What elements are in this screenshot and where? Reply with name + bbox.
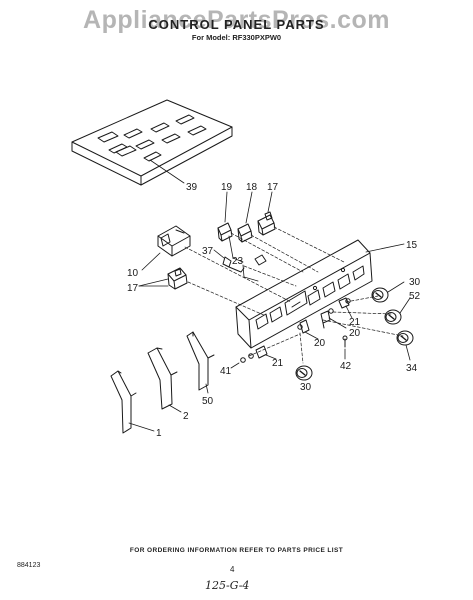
callout-10: 10: [127, 268, 139, 279]
callout-18: 18: [246, 182, 258, 193]
document-number: 884123: [17, 562, 41, 569]
part-30-knob-lower: [295, 365, 313, 381]
callout-30-lower: 30: [300, 382, 312, 393]
model-subtitle: For Model: RF330PXPW0: [191, 33, 282, 42]
callout-30-upper: 30: [409, 277, 421, 288]
part-30-knob-upper: [371, 287, 389, 303]
callout-20-right: 20: [349, 328, 361, 339]
part-20-component-right: [320, 310, 331, 329]
part-50-end-bracket: [186, 331, 215, 391]
part-41-hardware: [240, 353, 254, 363]
watermark: AppliancePartsPros.com: [83, 6, 390, 34]
callout-39: 39: [186, 182, 198, 193]
part-52-knob: [384, 309, 402, 325]
part-17-switch-upper: [257, 211, 276, 236]
part-2-end-cap: [147, 347, 178, 410]
callout-23: 23: [232, 256, 244, 267]
handwritten-reference: 125-G-4: [205, 579, 250, 592]
callout-1: 1: [156, 428, 162, 439]
part-39-rear-panel: [71, 99, 233, 186]
part-21-component-upper: [338, 297, 350, 309]
part-19-switch: [217, 222, 244, 263]
callout-52: 52: [409, 291, 421, 302]
callout-21-lower: 21: [272, 358, 284, 369]
callout-21-upper: 21: [349, 317, 361, 328]
callout-34: 34: [406, 363, 418, 374]
callout-labels: 39 19 18 17 15 37 23 10 17 30 52 21 20 2…: [127, 182, 421, 439]
part-23-bracket: [254, 254, 267, 266]
callout-41: 41: [220, 366, 232, 377]
callout-15: 15: [406, 240, 418, 251]
page-title: CONTROL PANEL PARTS: [148, 17, 325, 32]
callout-20-left: 20: [314, 338, 326, 349]
callout-50: 50: [202, 396, 214, 407]
part-18-switch: [237, 223, 253, 243]
callout-37: 37: [202, 246, 214, 257]
part-10-switch-bracket: [157, 225, 191, 257]
part-21-component-lower: [255, 345, 268, 359]
ordering-info-note: FOR ORDERING INFORMATION REFER TO PARTS …: [129, 547, 344, 554]
callout-2: 2: [183, 411, 189, 422]
part-42-screw: [342, 335, 348, 348]
callout-17-lower: 17: [127, 283, 139, 294]
part-15-control-panel: [235, 239, 373, 349]
callout-42: 42: [340, 361, 352, 372]
callout-19: 19: [221, 182, 233, 193]
page-number: 4: [230, 565, 235, 574]
part-20-component-left: [299, 319, 310, 334]
callout-17-upper: 17: [267, 182, 279, 193]
part-34-knob: [396, 330, 414, 346]
part-17-switch-lower: [167, 267, 188, 290]
part-1-end-cap-outer: [110, 370, 137, 434]
